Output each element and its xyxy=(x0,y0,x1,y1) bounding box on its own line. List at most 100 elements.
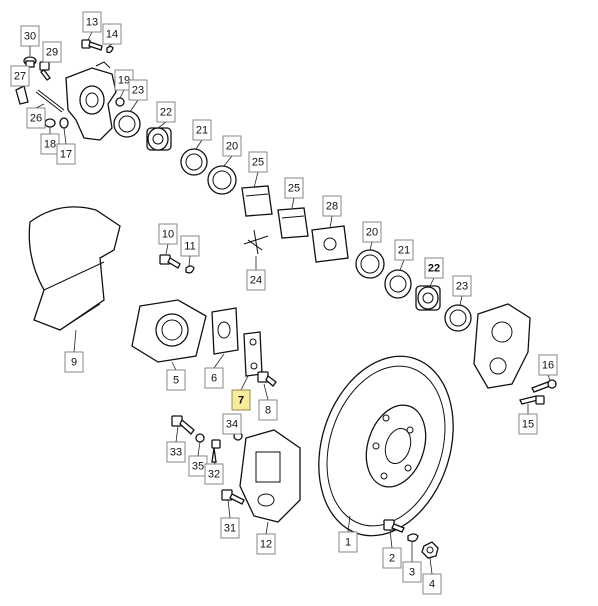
callout-c29[interactable]: 29 xyxy=(42,41,62,63)
washer-35 xyxy=(195,433,205,443)
leader-line-c16 xyxy=(547,374,551,381)
callout-c23a[interactable]: 23 xyxy=(128,79,148,101)
callout-c21a[interactable]: 21 xyxy=(192,119,212,141)
callout-c26[interactable]: 26 xyxy=(26,107,46,129)
callout-number: 31 xyxy=(224,523,236,535)
callout-c33[interactable]: 33 xyxy=(166,441,186,463)
callout-box xyxy=(231,389,251,411)
callout-box xyxy=(246,269,266,291)
callout-box xyxy=(10,65,30,87)
callout-c6[interactable]: 6 xyxy=(204,367,224,389)
leader-line-c7 xyxy=(240,375,249,391)
callout-c12[interactable]: 12 xyxy=(256,533,276,555)
callout-box xyxy=(338,531,358,553)
leader-line-c1 xyxy=(347,515,351,533)
callout-c28[interactable]: 28 xyxy=(322,195,342,217)
callout-c24[interactable]: 24 xyxy=(246,269,266,291)
leader-line-c19 xyxy=(119,89,125,99)
seal-23-lower xyxy=(444,304,472,332)
callout-number: 25 xyxy=(252,157,264,169)
callout-box xyxy=(102,23,122,45)
callout-c5[interactable]: 5 xyxy=(166,369,186,391)
callout-number: 27 xyxy=(14,71,26,83)
race-20-upper xyxy=(207,165,237,195)
leader-line-c25a xyxy=(253,171,259,189)
callout-c16[interactable]: 16 xyxy=(538,354,558,376)
callout-number: 25 xyxy=(288,183,300,195)
leader-line-c31 xyxy=(227,499,231,519)
callout-number: 24 xyxy=(250,275,262,287)
leader-line-c22b xyxy=(429,277,435,287)
callout-number: 5 xyxy=(173,375,179,387)
leader-line-c12 xyxy=(265,521,269,535)
callout-c14[interactable]: 14 xyxy=(102,23,122,45)
callout-box xyxy=(64,351,84,373)
race-21-lower xyxy=(384,269,412,299)
callout-c21b[interactable]: 21 xyxy=(394,239,414,261)
callout-c30[interactable]: 30 xyxy=(20,25,40,47)
callout-c23b[interactable]: 23 xyxy=(452,275,472,297)
leader-line-c25b xyxy=(291,197,295,209)
callout-box xyxy=(422,573,442,595)
callout-c10[interactable]: 10 xyxy=(158,223,178,245)
callout-c13[interactable]: 13 xyxy=(82,11,102,33)
callout-number: 16 xyxy=(542,360,554,372)
callout-c25b[interactable]: 25 xyxy=(284,177,304,199)
callout-c20a[interactable]: 20 xyxy=(222,135,242,157)
callout-c11[interactable]: 11 xyxy=(180,235,200,257)
spreader-spring-24 xyxy=(243,229,269,255)
callout-c34[interactable]: 34 xyxy=(222,413,242,435)
callout-c7[interactable]: 7 xyxy=(231,389,251,411)
callout-c15[interactable]: 15 xyxy=(518,413,538,435)
plate-6 xyxy=(211,307,239,355)
callout-c31[interactable]: 31 xyxy=(220,517,240,539)
callout-c32[interactable]: 32 xyxy=(204,463,224,485)
washer-3 xyxy=(407,533,419,542)
callout-c8[interactable]: 8 xyxy=(258,399,278,421)
leader-line-c9 xyxy=(73,329,77,353)
callout-number: 23 xyxy=(456,281,468,293)
callout-c9[interactable]: 9 xyxy=(64,351,84,373)
callout-c20b[interactable]: 20 xyxy=(362,221,382,243)
callout-c25a[interactable]: 25 xyxy=(248,151,268,173)
callout-c17[interactable]: 17 xyxy=(56,143,76,165)
callout-number: 23 xyxy=(132,85,144,97)
caliper-12 xyxy=(239,429,301,523)
bolt-8 xyxy=(257,371,277,387)
bolt-13 xyxy=(81,39,103,51)
callout-number: 32 xyxy=(208,469,220,481)
callout-number: 11 xyxy=(184,241,195,253)
nut-11 xyxy=(185,265,195,274)
callout-number: 2 xyxy=(389,553,395,565)
callout-c22a[interactable]: 22 xyxy=(156,101,176,123)
leader-line-c23b xyxy=(459,295,463,306)
callout-c18[interactable]: 18 xyxy=(40,133,60,155)
screw-26 xyxy=(35,89,65,113)
callout-number: 9 xyxy=(71,357,77,369)
callout-c27[interactable]: 27 xyxy=(10,65,30,87)
callout-box xyxy=(204,367,224,389)
leader-line-c26 xyxy=(35,103,45,109)
callout-number: 22 xyxy=(428,263,440,275)
callout-number: 35 xyxy=(192,461,204,473)
leader-line-c28 xyxy=(329,215,333,229)
leader-line-c17 xyxy=(63,127,67,145)
bolt-31 xyxy=(221,489,245,505)
callout-c2[interactable]: 2 xyxy=(382,547,402,569)
bolt-10 xyxy=(159,254,181,269)
brake-pad-25-right xyxy=(277,207,309,239)
callout-c1[interactable]: 1 xyxy=(338,531,358,553)
callout-c19[interactable]: 19 xyxy=(114,69,134,91)
callout-number: 30 xyxy=(24,31,36,43)
callout-c4[interactable]: 4 xyxy=(422,573,442,595)
callout-c3[interactable]: 3 xyxy=(402,561,422,583)
callout-c22b[interactable]: 22 xyxy=(424,257,444,279)
bolt-32 xyxy=(211,439,221,463)
bolt-2 xyxy=(383,519,405,533)
callout-c35[interactable]: 35 xyxy=(188,455,208,477)
caliper-bracket-5 xyxy=(131,299,207,363)
callout-number: 20 xyxy=(366,227,378,239)
